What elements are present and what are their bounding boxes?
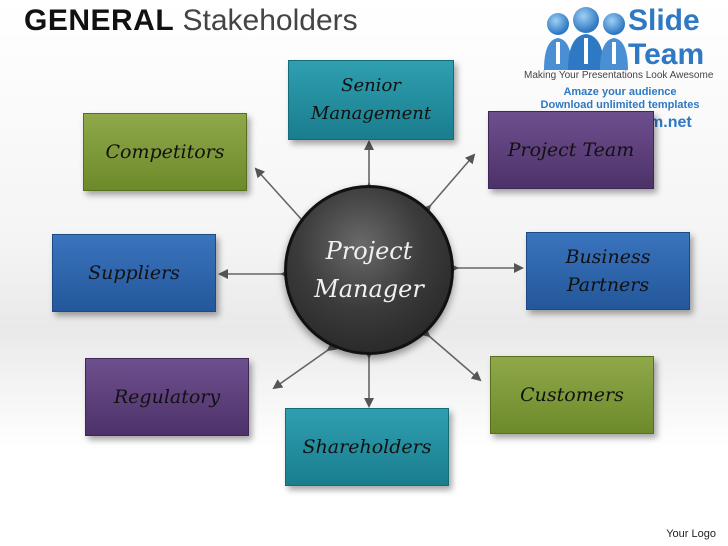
node-customers[interactable]: Customers [490, 356, 654, 434]
center-project-manager[interactable]: Project Manager [284, 185, 454, 355]
logo-promo-2: Download unlimited templates [540, 99, 700, 111]
node-project-team[interactable]: Project Team [488, 111, 654, 189]
node-suppliers[interactable]: Suppliers [52, 234, 216, 312]
title-bold: GENERAL [24, 4, 175, 37]
node-shareholders[interactable]: Shareholders [285, 408, 449, 486]
logo-team-text: Team [628, 38, 705, 71]
arrow-regulatory [272, 341, 338, 390]
logo-slide-text: Slide [628, 4, 700, 37]
arrow-customers [419, 326, 482, 382]
slide-title: GENERAL Stakeholders [24, 4, 358, 38]
people-logo-icon [544, 7, 628, 70]
logo-tagline: Making Your Presentations Look Awesome [524, 70, 714, 81]
node-senior-management[interactable]: Senior Management [288, 60, 454, 140]
slideteam-logo: Slide Team Making Your Presentations Loo… [522, 4, 718, 134]
footer-your-logo: Your Logo [666, 528, 716, 540]
title-light: Stakeholders [182, 4, 358, 37]
logo-promo-1: Amaze your audience [563, 86, 677, 98]
node-competitors[interactable]: Competitors [83, 113, 247, 191]
center-line-2: Manager [314, 275, 424, 303]
arrow-project-team [420, 153, 476, 216]
arrow-competitors [254, 167, 312, 230]
node-regulatory[interactable]: Regulatory [85, 358, 249, 436]
node-business-partners[interactable]: Business Partners [526, 232, 690, 310]
center-line-1: Project [325, 237, 413, 265]
